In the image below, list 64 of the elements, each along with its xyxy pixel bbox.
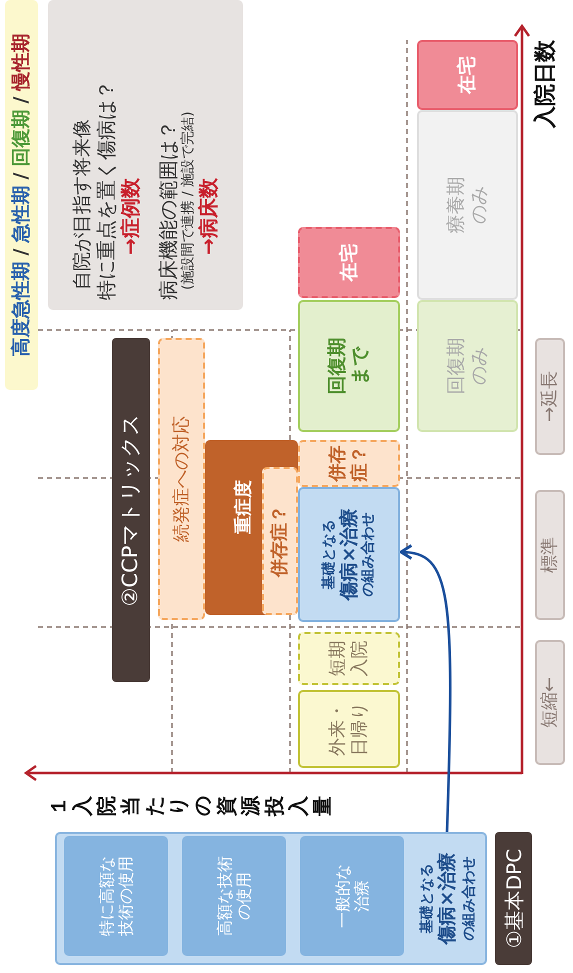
- home-care-box: [298, 227, 400, 298]
- secondary-condition-box: [158, 338, 205, 620]
- short-stay-box: [298, 632, 400, 685]
- box-label: 在宅: [338, 244, 360, 282]
- box-label: 傷病×治療: [436, 852, 459, 947]
- long-term-care-box: [417, 110, 518, 300]
- box-label: 短期入院: [327, 640, 371, 678]
- box-label: 短縮←: [539, 676, 561, 728]
- arrow: [400, 544, 452, 832]
- treatment-box: [300, 836, 404, 956]
- box-label: 重症度: [233, 480, 255, 534]
- outpatient-box: [298, 690, 400, 768]
- note-text: 特に重点を置く傷病は？: [94, 80, 118, 300]
- treatment-box: [64, 836, 168, 956]
- box-label: 外来・日帰り: [327, 701, 371, 758]
- period-text: 高度急性期: [10, 261, 33, 356]
- box-label: 高額な技術の使用: [214, 855, 254, 938]
- box-label: 回復期まで: [326, 336, 372, 396]
- note-panel: [48, 0, 243, 310]
- note-text: 病床機能の範囲は？: [156, 120, 180, 300]
- box-label: の組み合わせ: [461, 856, 478, 942]
- section-title-tag: [112, 338, 150, 682]
- note-text: (施設間で連携 / 施設で完結): [180, 111, 196, 290]
- box-label: 併存症？: [269, 505, 291, 577]
- box-label: 基礎となる: [419, 862, 436, 936]
- box-label: ①基本DPC: [502, 848, 526, 948]
- duration-tag: [535, 490, 565, 620]
- box-label: 基礎となる: [320, 520, 338, 590]
- box-label: 一般的な治療: [332, 863, 372, 930]
- box-label: 療養期のみ: [444, 176, 490, 236]
- recovery-only-box: [417, 300, 518, 432]
- arrow-note-text: →症例数: [118, 178, 142, 255]
- box-label: →延長: [539, 370, 561, 422]
- box-label: 標準: [539, 537, 561, 573]
- period-text: 急性期: [10, 185, 33, 242]
- separator-text: /: [10, 248, 33, 256]
- period-text: 回復期: [10, 110, 33, 167]
- axis-label: 入院日数: [532, 40, 559, 128]
- box-label: 傷病×治療: [338, 508, 360, 600]
- comorbidity-box: [262, 467, 298, 615]
- duration-tag: [535, 640, 565, 765]
- separator-text: /: [10, 172, 33, 180]
- comorbidity-box: [298, 440, 400, 487]
- duration-tag: [535, 338, 565, 455]
- section-title-tag: [495, 832, 532, 965]
- box-label: 特に高額な技術の使用: [96, 855, 136, 938]
- separator-text: /: [10, 96, 33, 104]
- base-combination-box: [298, 487, 400, 622]
- box-label: の組み合わせ: [360, 512, 378, 596]
- box-label: 回復期のみ: [444, 336, 490, 396]
- box-label: 続発症への対応: [170, 416, 192, 542]
- period-text: 慢性期: [10, 34, 33, 91]
- severity-box: [205, 440, 298, 615]
- home-care-box: [417, 40, 518, 110]
- box-label: 併存症？: [327, 444, 371, 484]
- treatment-box: [182, 836, 286, 956]
- dpc-container: [55, 832, 487, 965]
- note-text: 自院が目指す将来像: [70, 119, 94, 290]
- box-label: ②CCPマトリックス: [118, 414, 144, 606]
- recovery-box: [298, 300, 400, 432]
- period-band: [5, 0, 38, 390]
- box-label: 在宅: [456, 56, 479, 94]
- axis-label: １入院当たりの資源投入量: [46, 796, 334, 816]
- arrow-note-text: →病床数: [196, 178, 220, 255]
